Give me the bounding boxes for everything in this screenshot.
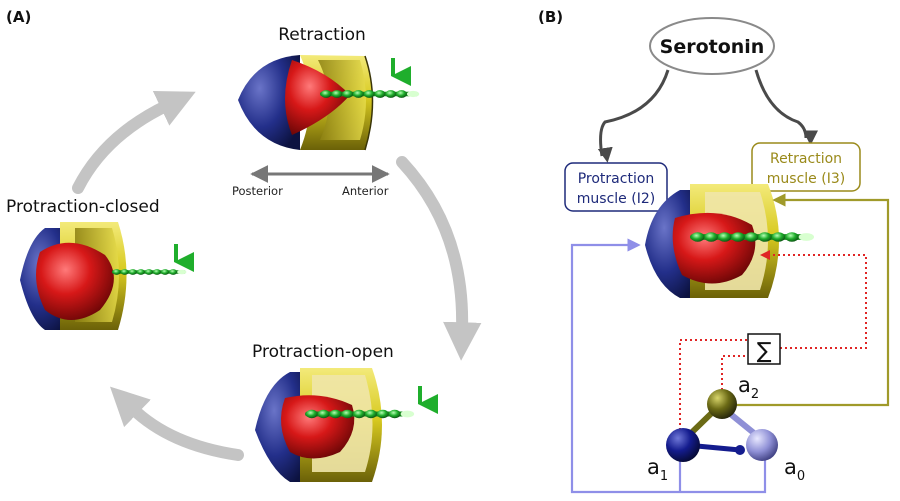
serotonin-node [649,17,775,75]
ring-edge [364,55,374,151]
grasper-retraction [238,55,374,151]
retraction-muscle-box [751,142,861,192]
panel-a-label: (A) [6,8,31,26]
protraction-box-line2: muscle (I2) [577,191,655,207]
radula-core [672,212,756,284]
node-a0 [746,429,778,461]
sensory-arrowhead [760,250,770,260]
label-a2: a2 [738,373,759,402]
state-label-protraction-open: Protraction-open [252,342,394,362]
label-a0: a0 [784,455,805,484]
node-a1 [666,428,700,462]
cycle-arrow-closed-to-retraction [72,90,196,194]
panel-b-label: (B) [538,8,563,26]
node-a1-synapse [735,445,745,455]
retraction-loop [722,193,890,407]
protraction-box-line1: Protraction [578,171,655,187]
serotonin-arrow-retraction [754,69,818,146]
sum-box [747,333,781,365]
food-rod-protraction-open [305,409,415,419]
grasper-protraction-open [255,368,382,482]
sum-symbol: ∑ [757,339,772,364]
retraction-box-line1: Retraction [770,151,842,167]
state-label-retraction: Retraction [278,25,366,45]
cycle-arrow-open-to-closed [109,386,244,461]
retraction-box-line2: muscle (I3) [767,171,845,187]
cycle-arrow-retraction-to-open [396,156,482,361]
radula-core [285,60,350,135]
serotonin-label: Serotonin [660,36,765,58]
food-rod-retraction [320,90,420,98]
protraction-muscle-box [564,162,668,212]
sensory-feedback [679,254,867,430]
serotonin-arrow-protraction [597,69,670,163]
odontophore-cap [238,55,300,150]
axis-label-anterior: Anterior [342,184,389,198]
radula-core [36,242,114,320]
node-a2 [707,389,737,419]
state-label-protraction-closed: Protraction-closed [6,197,160,217]
grasper-protraction-closed [20,222,127,330]
food-rod-model [690,232,815,242]
food-rod-protraction-closed [112,269,187,275]
cycle-arrows [72,90,482,461]
label-a1: a1 [647,455,668,484]
axis-label-posterior: Posterior [232,184,283,198]
